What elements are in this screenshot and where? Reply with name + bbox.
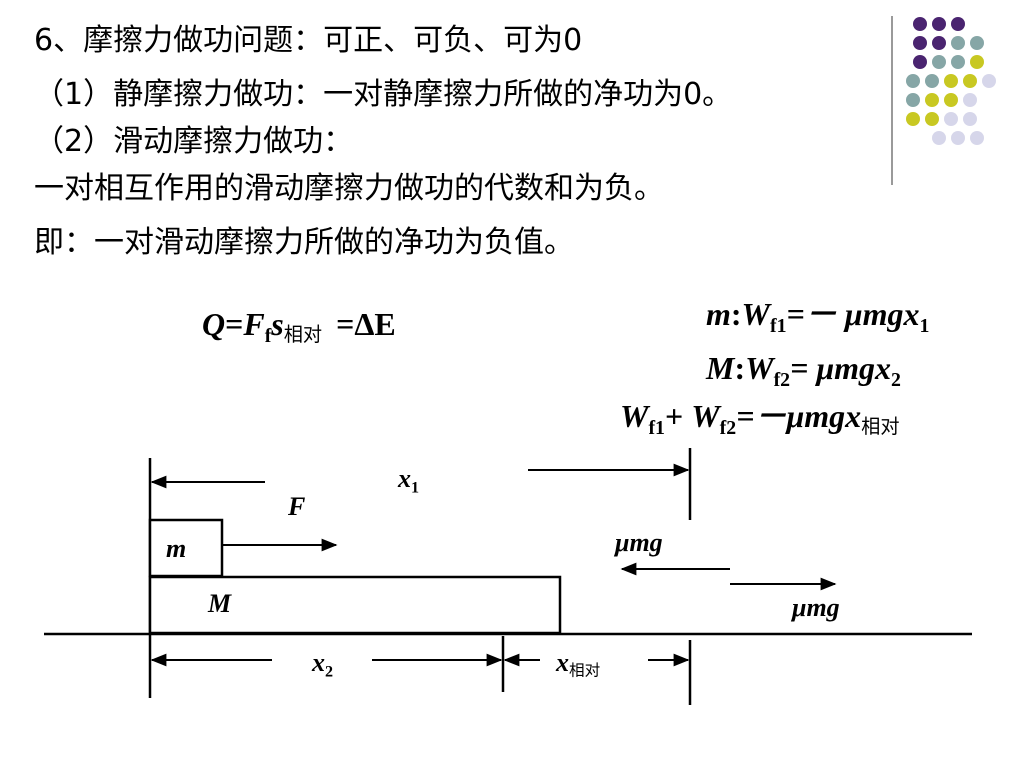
big-block-work-formula: M:Wf2= μmgx2 <box>706 352 901 391</box>
big-mass-symbol: M <box>706 350 735 386</box>
heat-symbol: Q <box>202 306 226 342</box>
expression-subscript: 1 <box>919 314 930 337</box>
friction-label-top: μmg <box>615 528 663 557</box>
work-expression: = μmgx <box>790 350 892 386</box>
small-block <box>148 518 224 578</box>
colon: : <box>730 296 742 332</box>
big-board <box>148 575 562 635</box>
colon: : <box>734 350 746 386</box>
x2-label: x2 <box>312 648 334 681</box>
friction-force-symbol: F <box>243 306 265 342</box>
work-symbol: W <box>745 350 774 386</box>
decor-dot <box>982 74 996 88</box>
decor-dot <box>963 93 977 107</box>
heading-line-1: 6、摩擦力做功问题：可正、可负、可为0 <box>34 23 583 58</box>
decor-dot <box>951 17 965 31</box>
decor-dot <box>970 36 984 50</box>
work-expression: =－ μmgx <box>786 296 920 332</box>
force-label: F <box>288 492 306 521</box>
decor-dot <box>932 131 946 145</box>
heading-line-4: 一对相互作用的滑动摩擦力做功的代数和为负。 <box>34 171 664 206</box>
decor-dot <box>951 55 965 69</box>
decor-dot <box>913 36 927 50</box>
decor-dot <box>932 17 946 31</box>
decor-dot <box>906 93 920 107</box>
small-block-label: m <box>166 534 187 563</box>
heading-line-5: 即：一对滑动摩擦力所做的净功为负值。 <box>34 225 574 260</box>
relative-subscript: 相对 <box>861 414 900 438</box>
friction-force-subscript: f <box>264 324 272 347</box>
energy-change: =ΔE <box>336 306 396 342</box>
displacement-symbol: s <box>271 306 284 342</box>
heat-formula: Q=Ffs相对 =ΔE <box>202 308 396 347</box>
xrel-label: x相对 <box>556 648 601 680</box>
decor-dot <box>963 74 977 88</box>
work-symbol: W <box>620 398 649 434</box>
decor-dot <box>925 112 939 126</box>
big-block-label: M <box>208 589 232 618</box>
total-work-formula: Wf1+ Wf2=－μmgx相对 <box>620 400 900 439</box>
decor-dot <box>944 74 958 88</box>
decor-dot <box>906 112 920 126</box>
plus-sign: + <box>664 398 692 434</box>
decor-dot <box>906 74 920 88</box>
work-symbol: W <box>741 296 770 332</box>
decor-dot <box>944 93 958 107</box>
small-block-work-formula: m:Wf1=－ μmgx1 <box>706 298 929 337</box>
work-subscript: f1 <box>648 416 665 439</box>
work-subscript: f2 <box>719 416 737 439</box>
decor-dot <box>963 112 977 126</box>
heading-line-2: （1）静摩擦力做功：一对静摩擦力所做的净功为0。 <box>34 77 733 112</box>
relative-subscript: 相对 <box>283 322 323 346</box>
x1-label: x1 <box>398 464 420 497</box>
decor-dot <box>944 112 958 126</box>
decor-dot <box>925 93 939 107</box>
decor-dot <box>913 55 927 69</box>
heading-line-3: （2）滑动摩擦力做功： <box>34 124 354 159</box>
decor-dot <box>932 36 946 50</box>
small-mass-symbol: m <box>706 296 731 332</box>
decor-dot <box>951 36 965 50</box>
work-subscript: f1 <box>770 314 787 337</box>
work-expression: =－μmgx <box>736 398 862 434</box>
heat-equals: = <box>225 306 244 342</box>
decor-dot <box>970 131 984 145</box>
decor-dot <box>970 55 984 69</box>
decor-dot <box>951 131 965 145</box>
work-subscript: f2 <box>773 368 791 391</box>
decor-dot <box>932 55 946 69</box>
work-symbol: W <box>691 398 720 434</box>
friction-label-bottom: μmg <box>792 593 840 622</box>
decor-dot <box>913 17 927 31</box>
decor-dot <box>925 74 939 88</box>
expression-subscript: 2 <box>891 368 901 391</box>
